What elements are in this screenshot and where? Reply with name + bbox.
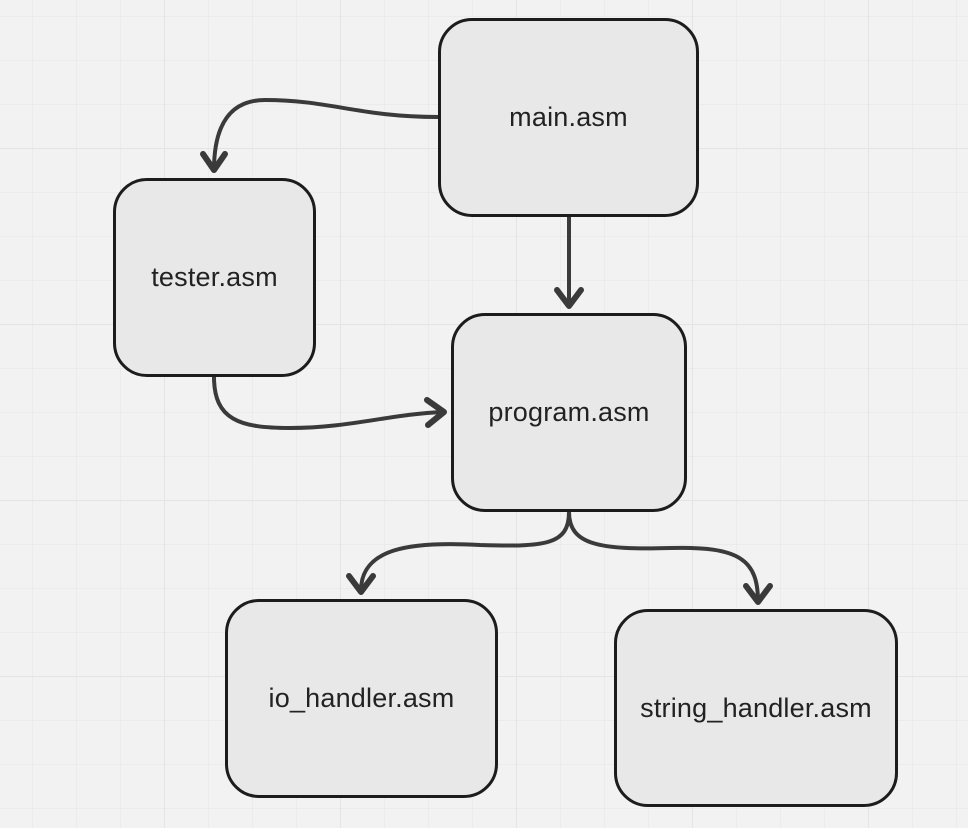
node-io-handler-asm[interactable]: io_handler.asm bbox=[225, 599, 498, 798]
node-tester-asm[interactable]: tester.asm bbox=[113, 178, 316, 377]
node-label: string_handler.asm bbox=[640, 692, 872, 723]
node-main-asm[interactable]: main.asm bbox=[438, 18, 699, 217]
edge-tester-to-program[interactable] bbox=[212, 375, 447, 431]
node-program-asm[interactable]: program.asm bbox=[451, 313, 687, 512]
node-label: main.asm bbox=[509, 102, 628, 132]
node-label: program.asm bbox=[488, 397, 650, 427]
edge-main-to-tester[interactable] bbox=[200, 97, 440, 173]
arrowhead-icon bbox=[554, 287, 584, 309]
arrowhead-icon bbox=[200, 151, 228, 173]
arrowhead-icon bbox=[424, 397, 447, 428]
edge-program-to-io-handler[interactable] bbox=[346, 510, 571, 595]
edge-program-to-string-handler[interactable] bbox=[567, 510, 773, 605]
edge-main-to-program[interactable] bbox=[554, 215, 584, 309]
node-label: tester.asm bbox=[151, 262, 278, 292]
node-string-handler-asm[interactable]: string_handler.asm bbox=[614, 609, 898, 807]
arrowhead-icon bbox=[346, 573, 376, 595]
node-label: io_handler.asm bbox=[268, 683, 455, 713]
arrowhead-icon bbox=[743, 583, 773, 605]
